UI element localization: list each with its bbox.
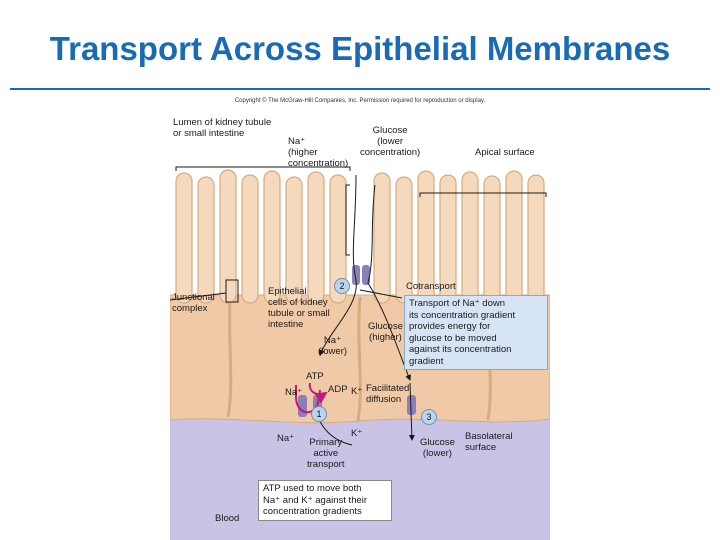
- pump-cycle: [295, 385, 321, 413]
- sodium-label-upper: Na⁺: [285, 387, 303, 398]
- sodium-label-lower: Na⁺: [277, 433, 295, 444]
- epithelial-transport-diagram: Lumen of kidney tubule or small intestin…: [170, 115, 550, 540]
- atp-label: ATP: [306, 371, 324, 382]
- glucose-lower-label: Glucose (lower concentration): [360, 125, 421, 158]
- cotransport-leader: [359, 289, 403, 299]
- step-1-marker: 1: [311, 406, 327, 422]
- glucose-higher-label: Glucose (higher): [368, 321, 403, 343]
- step-3-marker: 3: [421, 409, 437, 425]
- title-rule: [10, 88, 710, 90]
- facilitated-diffusion-label: Facilitated diffusion: [366, 383, 410, 405]
- epithelial-cells-label: Epithelial cells of kidney tubule or sma…: [268, 286, 330, 330]
- adp-label: ADP: [328, 384, 348, 395]
- basolateral-surface-label: Basolateral surface: [465, 431, 513, 453]
- sodium-lower-label: Na⁺ (lower): [318, 335, 348, 357]
- sodium-arrow: [319, 174, 357, 356]
- facilitated-arrow: [408, 382, 415, 441]
- junctional-complex-box: [225, 279, 239, 303]
- step-2-marker: 2: [334, 278, 350, 294]
- copyright-notice: Copyright © The McGraw-Hill Companies, I…: [234, 98, 486, 104]
- glucose-channel: [407, 395, 416, 415]
- atp-description: ATP used to move both Na⁺ and K⁺ against…: [258, 480, 392, 521]
- junctional-complex-label: Junctional complex: [172, 292, 215, 314]
- glucose-lower-blood-label: Glucose (lower): [420, 437, 455, 459]
- cotransport-description: Transport of Na⁺ down its concentration …: [404, 295, 548, 370]
- potassium-label-lower: K⁺: [351, 428, 363, 439]
- blood-label: Blood: [215, 513, 240, 524]
- sodium-higher-label: Na⁺ (higher concentration): [288, 136, 349, 169]
- lumen-bracket: [175, 166, 351, 171]
- microvilli: [175, 169, 545, 304]
- apical-surface-label: Apical surface: [475, 147, 535, 158]
- diagram-illustration: [170, 166, 550, 540]
- primary-active-transport-label: Primary active transport: [307, 437, 345, 470]
- glucose-arrow: [367, 184, 411, 381]
- potassium-label-upper: K⁺: [351, 386, 363, 397]
- atp-arrow: [308, 382, 328, 404]
- lumen-label: Lumen of kidney tubule or small intestin…: [173, 117, 272, 139]
- apical-bracket: [419, 192, 547, 197]
- page-title: Transport Across Epithelial Membranes: [49, 30, 671, 67]
- cotransport-label: Cotransport: [406, 281, 456, 292]
- junctional-leader: [170, 292, 227, 301]
- concentration-bracket: [345, 184, 350, 256]
